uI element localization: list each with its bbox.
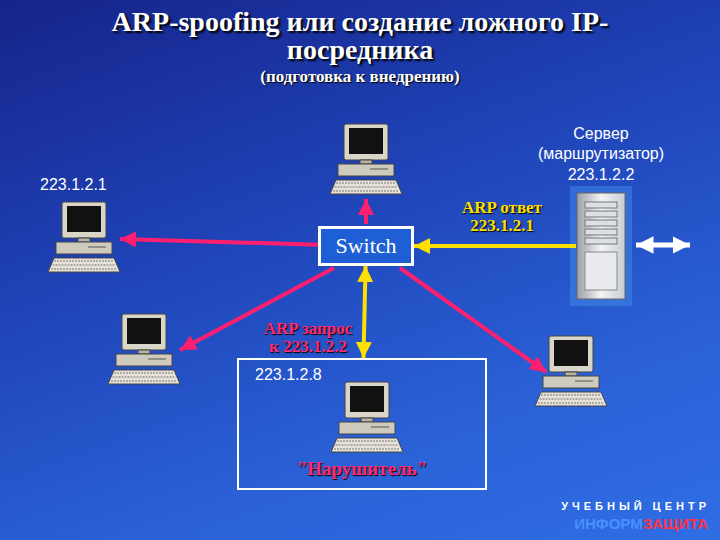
keyboard bbox=[535, 392, 607, 406]
footer-caption: УЧЕБНЫЙ ЦЕНТР bbox=[561, 500, 710, 512]
computer-icon bbox=[330, 124, 402, 194]
key-row bbox=[51, 269, 117, 270]
screen bbox=[350, 386, 384, 412]
drive-slot bbox=[575, 381, 593, 382]
broadcast-arrow bbox=[400, 268, 546, 372]
screen bbox=[127, 318, 161, 344]
keyboard bbox=[330, 180, 402, 194]
server-label: 223.1.2.2 bbox=[526, 165, 676, 186]
screen bbox=[554, 340, 588, 366]
edge-label: ARP ответ 223.1.2.1 bbox=[452, 199, 552, 235]
key-row bbox=[538, 403, 604, 404]
drive-slot bbox=[370, 169, 388, 170]
drive-bay bbox=[585, 202, 617, 208]
keyboard bbox=[108, 370, 180, 384]
computer-icon bbox=[535, 336, 607, 406]
key-row bbox=[541, 395, 601, 396]
uplink-arrow bbox=[636, 243, 690, 248]
arp-connector bbox=[120, 239, 318, 245]
workstation: 223.1.2.1 bbox=[48, 200, 120, 276]
server-tower: Сервер (маршрутизатор)223.1.2.2 bbox=[576, 192, 626, 300]
key-row bbox=[336, 183, 396, 184]
monitor-stand bbox=[361, 418, 373, 422]
footer-logo: ИНФОРМЗАЩИТА bbox=[574, 515, 708, 532]
monitor bbox=[344, 124, 388, 160]
computer-icon bbox=[48, 200, 120, 276]
monitor bbox=[122, 314, 166, 350]
subtitle: (подготовка к внедрению) bbox=[100, 67, 620, 87]
server-icon bbox=[576, 192, 626, 300]
server-caption: Сервер (маршрутизатор)223.1.2.2 bbox=[526, 124, 676, 186]
drive-bay bbox=[585, 229, 617, 235]
monitor bbox=[549, 336, 593, 372]
switch-label: Switch bbox=[335, 233, 396, 259]
diagram-title: ARP-spoofing или создание ложного IP-пос… bbox=[100, 8, 620, 64]
system-unit bbox=[338, 164, 394, 176]
broadcast-arrow bbox=[364, 199, 368, 224]
tower-panel bbox=[585, 252, 617, 290]
drive-slot bbox=[371, 427, 389, 428]
monitor bbox=[62, 202, 106, 238]
drive-bay bbox=[585, 238, 617, 244]
monitor bbox=[345, 382, 389, 418]
keyboard bbox=[48, 258, 120, 272]
key-row bbox=[336, 445, 399, 446]
computer-icon bbox=[331, 380, 403, 456]
key-row bbox=[113, 377, 176, 378]
key-row bbox=[337, 441, 397, 442]
key-row bbox=[333, 191, 399, 192]
logo-part: ИНФОРМ bbox=[574, 515, 642, 532]
key-row bbox=[111, 381, 177, 382]
tower-body bbox=[577, 193, 625, 299]
key-row bbox=[53, 265, 116, 266]
key-row bbox=[335, 187, 398, 188]
ip-address: 223.1.2.1 bbox=[40, 176, 107, 194]
monitor-stand bbox=[78, 238, 90, 242]
edge-label: ARP запрос к 223.1.2.2 bbox=[258, 320, 358, 356]
server-glow bbox=[570, 186, 632, 306]
screen bbox=[67, 206, 101, 232]
screen bbox=[349, 128, 383, 154]
switch-box: Switch bbox=[318, 226, 414, 266]
ip-address: 223.1.2.8 bbox=[255, 366, 322, 384]
intruder-zone: 223.1.2.8 "Нарушитель" bbox=[237, 358, 487, 490]
arp-connector bbox=[414, 244, 576, 248]
system-unit bbox=[339, 422, 395, 434]
key-row bbox=[540, 399, 603, 400]
drive-bay bbox=[585, 211, 617, 217]
key-row bbox=[114, 373, 174, 374]
drive-slot bbox=[88, 247, 106, 248]
intruder-label: "Нарушитель" bbox=[239, 458, 485, 480]
system-unit bbox=[543, 376, 599, 388]
keyboard bbox=[331, 438, 403, 452]
logo-part: ЗАЩИТА bbox=[643, 515, 708, 532]
system-unit bbox=[56, 242, 112, 254]
server-label: Сервер (маршрутизатор) bbox=[526, 124, 676, 166]
key-row bbox=[54, 261, 114, 262]
monitor-stand bbox=[565, 372, 577, 376]
monitor-stand bbox=[138, 350, 150, 354]
key-row bbox=[334, 449, 400, 450]
drive-slot bbox=[148, 359, 166, 360]
drive-bay bbox=[585, 220, 617, 226]
system-unit bbox=[116, 354, 172, 366]
arp-connector bbox=[363, 266, 365, 358]
computer-icon bbox=[108, 314, 180, 384]
monitor-stand bbox=[360, 160, 372, 164]
